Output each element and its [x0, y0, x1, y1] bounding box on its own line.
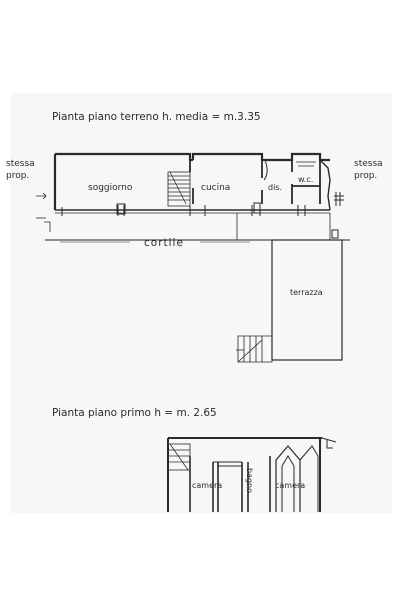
stair-first-floor [167, 443, 191, 471]
first-floor-plan [167, 437, 337, 512]
stair-ground-left [167, 171, 191, 207]
right-note-line1: stessa [354, 159, 383, 169]
ground-floor-plan [36, 152, 350, 363]
right-note-line2: prop. [354, 171, 377, 181]
room-soggiorno: soggiorno [88, 183, 133, 193]
room-dis: dis. [268, 183, 282, 192]
stair-terrazza [236, 335, 273, 363]
left-note-line2: prop. [6, 171, 29, 181]
room-bagno: bagno [245, 468, 254, 493]
room-camera-left: camera [192, 481, 222, 490]
room-wc: w.c. [298, 175, 313, 184]
drawing-sheet [10, 93, 392, 513]
first-floor-title: Pianta piano primo h = m. 2.65 [52, 407, 217, 419]
ground-floor-title: Pianta piano terreno h. media = m.3.35 [52, 111, 261, 123]
area-terrazza: terrazza [290, 288, 323, 297]
left-note-line1: stessa [6, 159, 35, 169]
area-cortile: cortile [144, 237, 184, 249]
room-camera-right: camera [275, 481, 305, 490]
room-cucina: cucina [201, 183, 230, 193]
